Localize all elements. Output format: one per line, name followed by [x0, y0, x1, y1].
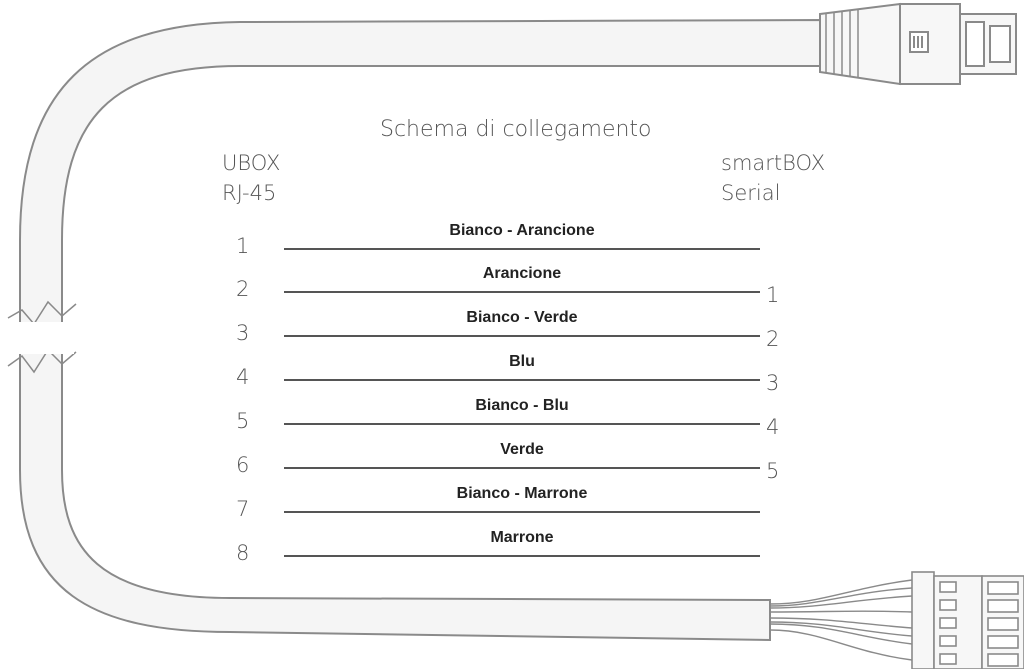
right-pin-3: 3 [766, 371, 780, 395]
left-connector-header: UBOX RJ-45 [222, 148, 280, 208]
wire-color-label: Marrone [490, 529, 554, 546]
wire-line [284, 379, 760, 381]
wire-color-label: Blu [509, 353, 535, 370]
wire-line [284, 291, 760, 293]
left-header-line1: UBOX [222, 151, 281, 175]
left-pin-6: 6 [236, 453, 250, 477]
cable-break-marks [7, 300, 77, 374]
right-pin-2: 2 [766, 327, 780, 351]
right-pin-5: 5 [766, 459, 780, 483]
right-connector-header: smartBOX Serial [721, 148, 825, 208]
wire-color-label: Bianco - Verde [466, 309, 578, 326]
left-pin-2: 2 [236, 277, 250, 301]
wire-line [284, 248, 760, 250]
left-pin-5: 5 [236, 409, 250, 433]
terminal-block [911, 571, 1024, 669]
wire-color-label: Verde [500, 441, 544, 458]
rj45-connector [819, 2, 1017, 86]
left-pin-3: 3 [236, 321, 250, 345]
cable-jacket [19, 18, 831, 642]
left-pin-8: 8 [236, 541, 250, 565]
wire-line [284, 335, 760, 337]
left-pin-1: 1 [236, 234, 250, 258]
left-header-line2: RJ-45 [222, 181, 277, 205]
wire-line [284, 511, 760, 513]
right-header-line2: Serial [721, 181, 781, 205]
wire-line [284, 423, 760, 425]
right-pin-4: 4 [766, 415, 780, 439]
right-header-line1: smartBOX [721, 151, 826, 175]
wire-color-label: Bianco - Blu [475, 397, 569, 414]
wire-line [284, 555, 760, 557]
right-pin-1: 1 [766, 283, 780, 307]
fanned-wires [769, 579, 913, 661]
wire-color-label: Bianco - Marrone [456, 485, 588, 502]
left-pin-4: 4 [236, 365, 250, 389]
diagram-title: Schema di collegamento [380, 117, 652, 142]
wire-color-label: Arancione [482, 265, 562, 282]
wire-line [284, 467, 760, 469]
left-pin-7: 7 [236, 497, 250, 521]
wire-color-label: Bianco - Arancione [449, 222, 595, 239]
